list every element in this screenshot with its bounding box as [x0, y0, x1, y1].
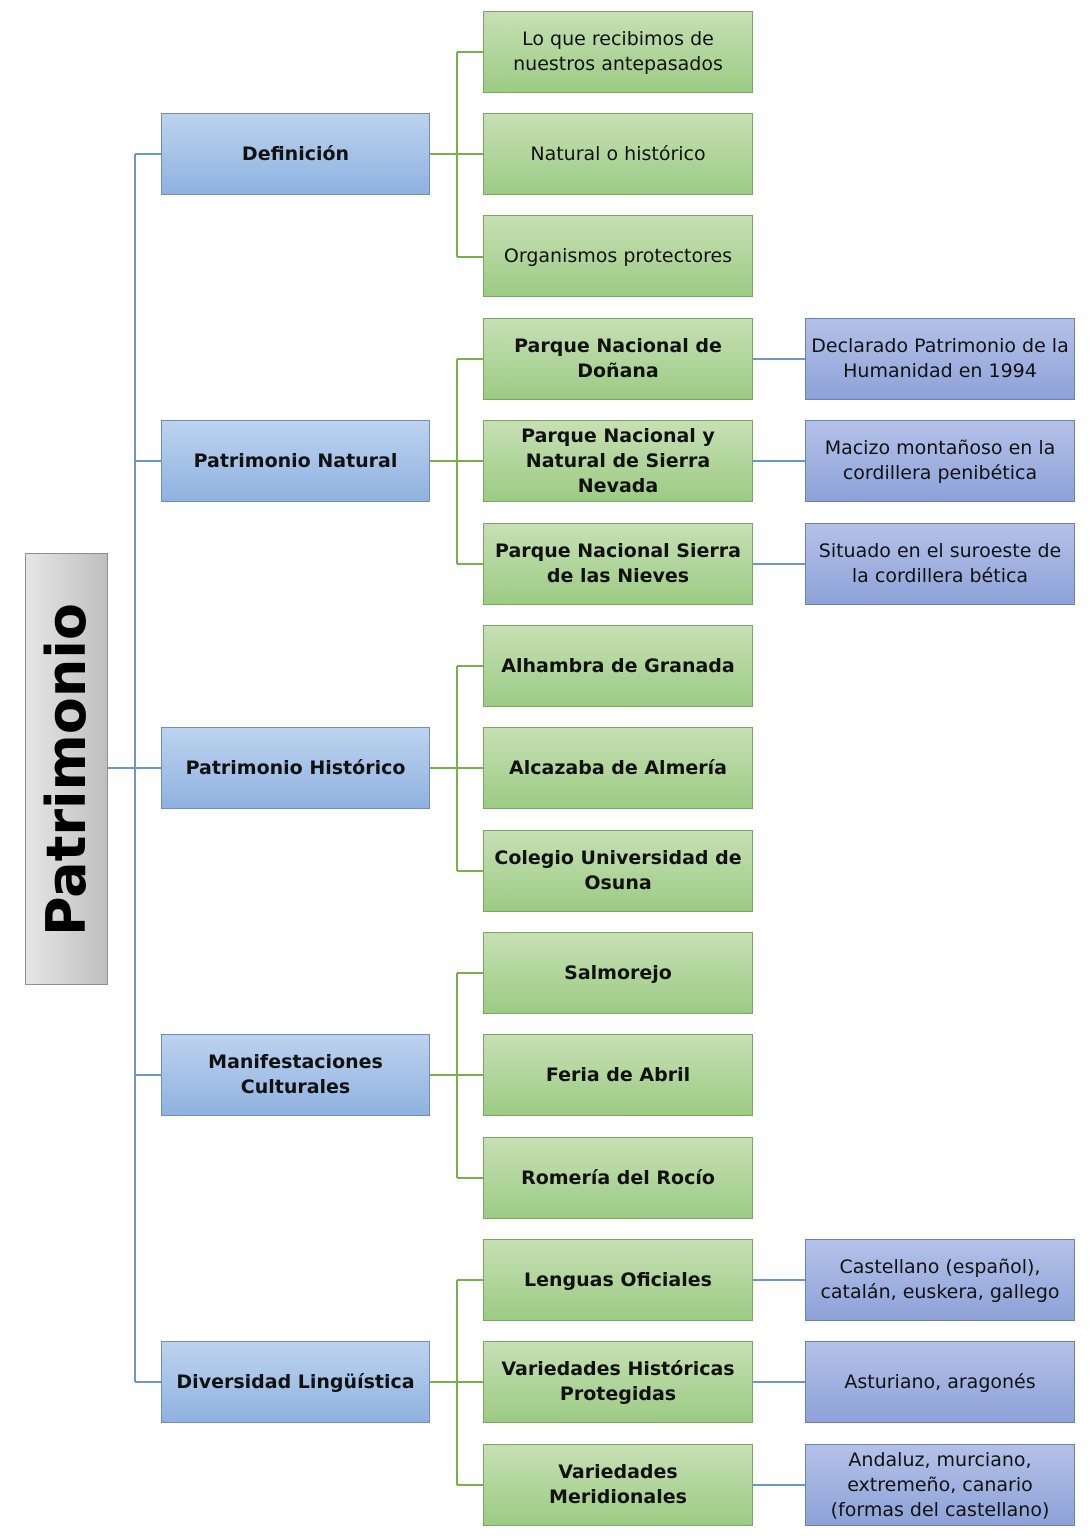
- node-romeria-del-rocio: Romería del Rocío: [483, 1137, 753, 1219]
- node-definicion: Definición: [161, 113, 430, 195]
- root-node: Patrimonio: [25, 553, 108, 985]
- node-alhambra: Alhambra de Granada: [483, 625, 753, 707]
- node-variedades-historicas: Variedades Históricas Protegidas: [483, 1341, 753, 1423]
- node-donana: Parque Nacional de Doñana: [483, 318, 753, 400]
- node-lo-que-recibimos: Lo que recibimos de nuestros antepasados: [483, 11, 753, 93]
- node-lenguas-oficiales: Lenguas Oficiales: [483, 1239, 753, 1321]
- node-manifestaciones-culturales: Manifestaciones Culturales: [161, 1034, 430, 1116]
- node-patrimonio-natural: Patrimonio Natural: [161, 420, 430, 502]
- node-salmorejo: Salmorejo: [483, 932, 753, 1014]
- node-patrimonio-historico: Patrimonio Histórico: [161, 727, 430, 809]
- node-sierra-nevada: Parque Nacional y Natural de Sierra Neva…: [483, 420, 753, 502]
- node-natural-o-historico: Natural o histórico: [483, 113, 753, 195]
- node-feria-de-abril: Feria de Abril: [483, 1034, 753, 1116]
- node-organismos-protectores: Organismos protectores: [483, 215, 753, 297]
- root-label: Patrimonio: [35, 602, 99, 936]
- node-diversidad-linguistica: Diversidad Lingüística: [161, 1341, 430, 1423]
- node-colegio-osuna: Colegio Universidad de Osuna: [483, 830, 753, 912]
- detail-variedades-historicas: Asturiano, aragonés: [805, 1341, 1075, 1423]
- node-alcazaba: Alcazaba de Almería: [483, 727, 753, 809]
- detail-sierra-nevada: Macizo montañoso en la cordillera penibé…: [805, 420, 1075, 502]
- node-variedades-meridionales: Variedades Meridionales: [483, 1444, 753, 1526]
- detail-sierra-de-las-nieves: Situado en el suroeste de la cordillera …: [805, 523, 1075, 605]
- detail-variedades-meridionales: Andaluz, murciano, extremeño, canario (f…: [805, 1444, 1075, 1526]
- detail-donana: Declarado Patrimonio de la Humanidad en …: [805, 318, 1075, 400]
- detail-lenguas-oficiales: Castellano (español), catalán, euskera, …: [805, 1239, 1075, 1321]
- node-sierra-de-las-nieves: Parque Nacional Sierra de las Nieves: [483, 523, 753, 605]
